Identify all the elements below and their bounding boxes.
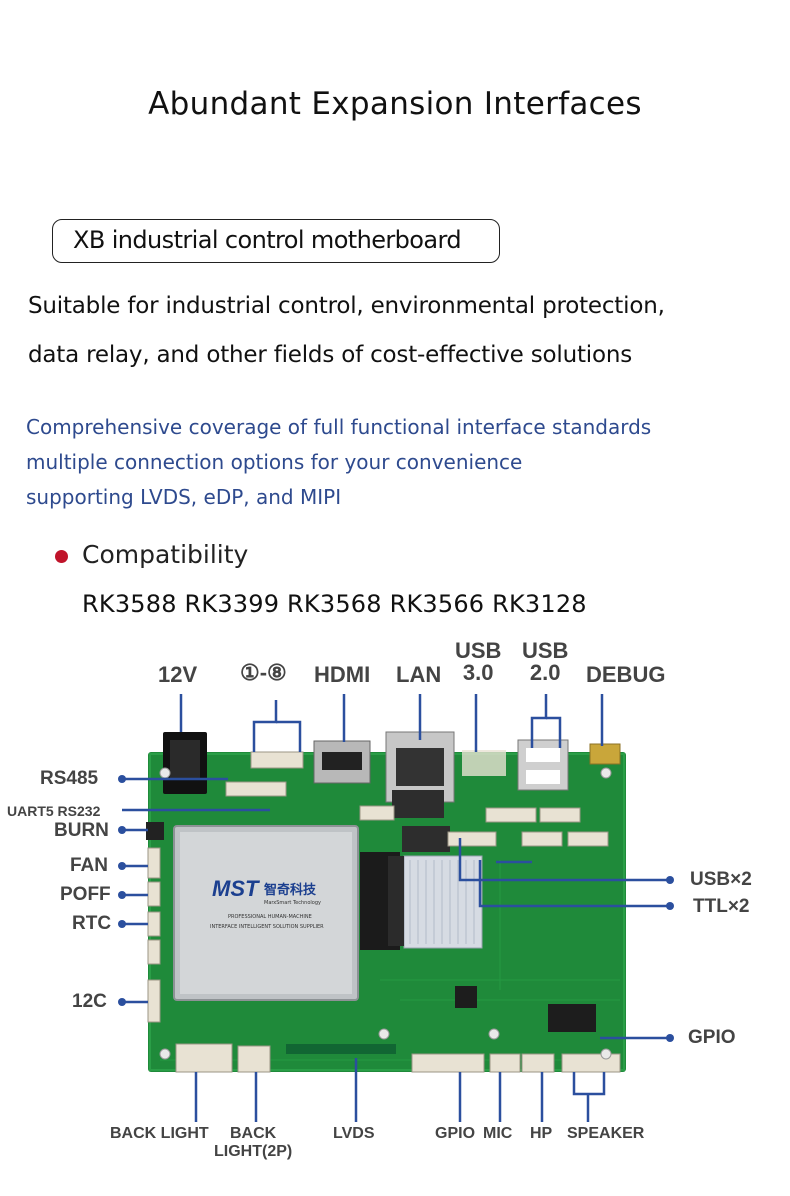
- label-i2c: 12C: [72, 991, 107, 1012]
- label-pins: ①-⑧: [240, 660, 287, 685]
- highlights: Comprehensive coverage of full functiona…: [26, 410, 651, 515]
- label-mic: MIC: [483, 1125, 513, 1142]
- label-speaker: SPEAKER: [567, 1125, 645, 1142]
- module-logo-cn: 智奇科技: [264, 882, 317, 898]
- module-logo: MST: [212, 876, 260, 901]
- label-lvds: LVDS: [333, 1125, 375, 1142]
- label-usb3-line2: 3.0: [462, 660, 494, 685]
- label-usb2-line2: 2.0: [529, 660, 561, 685]
- highlight-line-1: Comprehensive coverage of full functiona…: [26, 415, 652, 439]
- label-hdmi: HDMI: [314, 662, 371, 687]
- label-poff: POFF: [60, 884, 111, 905]
- label-backlight-2p: BACK LIGHT(2P): [214, 1125, 292, 1161]
- debug-port: [589, 743, 621, 765]
- module-logo-sub: MarxSmart Technology: [264, 900, 321, 906]
- description-line-1: Suitable for industrial control, environ…: [28, 293, 665, 319]
- label-ttl2x: TTL×2: [693, 896, 750, 917]
- label-backlight: BACK LIGHT: [110, 1125, 209, 1142]
- highlight-line-2: multiple connection options for your con…: [26, 450, 523, 474]
- label-hp: HP: [530, 1125, 553, 1142]
- highlight-line-3: supporting LVDS, eDP, and MIPI: [26, 485, 342, 509]
- module-text-1: PROFESSIONAL HUMAN-MACHINE: [228, 914, 312, 920]
- label-12v: 12V: [158, 662, 198, 687]
- label-backlight-2p-line2: LIGHT(2P): [214, 1143, 293, 1160]
- ribbon-cable: [403, 855, 483, 949]
- label-rs485: RS485: [40, 768, 99, 789]
- label-uart: UART5 RS232: [7, 803, 101, 819]
- label-fan: FAN: [70, 855, 108, 876]
- compatible-chips: RK3588 RK3399 RK3568 RK3566 RK3128: [82, 590, 587, 618]
- label-usb2x: USB×2: [690, 869, 752, 890]
- label-gpio-right: GPIO: [688, 1027, 736, 1048]
- page-title: Abundant Expansion Interfaces: [148, 86, 642, 122]
- label-usb2-line1: USB: [522, 638, 569, 663]
- product-badge: XB industrial control motherboard: [52, 219, 500, 263]
- label-burn: BURN: [54, 820, 109, 841]
- label-backlight-2p-line1: BACK: [230, 1125, 277, 1142]
- label-gpio-bottom: GPIO: [435, 1125, 476, 1142]
- label-debug: DEBUG: [586, 662, 666, 687]
- description: Suitable for industrial control, environ…: [28, 282, 665, 380]
- label-usb3: USB 3.0: [455, 640, 501, 684]
- description-line-2: data relay, and other fields of cost-eff…: [28, 342, 633, 368]
- label-rtc: RTC: [72, 913, 112, 934]
- label-usb3-line1: USB: [455, 638, 502, 663]
- label-lan: LAN: [396, 662, 442, 687]
- label-usb2: USB 2.0: [522, 640, 568, 684]
- module-text-2: INTERFACE INTELLIGENT SOLUTION SUPPLIER: [210, 924, 324, 930]
- compatibility-label: Compatibility: [82, 540, 249, 569]
- bullet-dot-icon: [55, 550, 68, 563]
